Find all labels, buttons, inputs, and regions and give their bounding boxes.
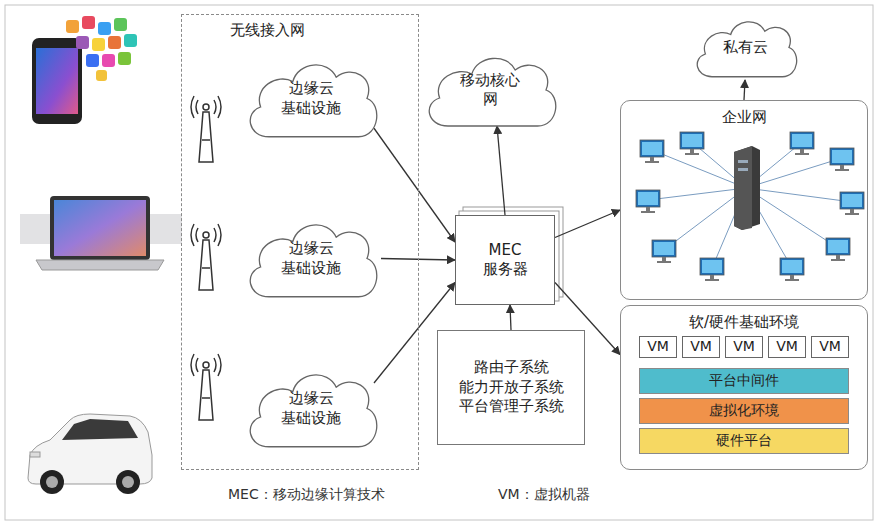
arrow-connector bbox=[374, 128, 455, 242]
vm-box: VM bbox=[639, 336, 677, 358]
panel-title: 无线接入网 bbox=[230, 21, 305, 41]
cloud-shape bbox=[429, 58, 556, 126]
node-label: VM bbox=[733, 339, 755, 354]
antenna-symbol bbox=[191, 96, 221, 420]
cloud-node: 边缘云 基础设施 bbox=[241, 366, 381, 451]
arrow-connector bbox=[744, 80, 745, 100]
cloud-node: 移动核心网 bbox=[420, 50, 560, 130]
cloud-node: 边缘云 基础设施 bbox=[241, 56, 381, 141]
car-illustration bbox=[28, 414, 152, 494]
footnote: VM：虚拟机器 bbox=[498, 486, 590, 504]
cloud-shape bbox=[250, 225, 377, 297]
cloud-shape bbox=[250, 65, 377, 137]
network-panel: 企业网 bbox=[620, 100, 868, 300]
footnote: MEC：移动边缘计算技术 bbox=[228, 486, 385, 504]
outer-frame bbox=[5, 5, 873, 520]
node-label: VM bbox=[819, 339, 841, 354]
node-label: 私有云 bbox=[723, 38, 768, 58]
arrow-connector bbox=[555, 210, 620, 238]
panel-title: 企业网 bbox=[722, 108, 767, 128]
node-label: 虚拟化环境 bbox=[709, 403, 779, 418]
node-label: 能力开放子系统 bbox=[459, 378, 564, 398]
region-frame: 无线接入网边缘云 基础设施边缘云 基础设施边缘云 基础设施 bbox=[181, 14, 419, 470]
server-box: MEC 服务器 bbox=[455, 215, 555, 305]
arrow-connector bbox=[497, 126, 505, 215]
layer-bar: 硬件平台 bbox=[639, 428, 849, 454]
node-label: VM bbox=[690, 339, 712, 354]
node-label: 边缘云 基础设施 bbox=[279, 79, 344, 118]
platform-panel: 软/硬件基础环境 VM VM VM VM VM 平台中间件虚拟化环境硬件平台 bbox=[620, 305, 868, 470]
node-label: 边缘云 基础设施 bbox=[279, 389, 344, 428]
layer-bar: 虚拟化环境 bbox=[639, 398, 849, 424]
node-label: 边缘云 基础设施 bbox=[279, 239, 344, 278]
panel-title: 软/硬件基础环境 bbox=[689, 313, 799, 333]
vm-box: VM bbox=[811, 336, 849, 358]
vm-box: VM bbox=[725, 336, 763, 358]
node-label: 平台中间件 bbox=[709, 373, 779, 388]
layer-bar: 平台中间件 bbox=[639, 368, 849, 394]
vm-box: VM bbox=[768, 336, 806, 358]
node-label: 硬件平台 bbox=[716, 433, 772, 448]
cloud-shape bbox=[697, 22, 796, 77]
node-label: VM bbox=[776, 339, 798, 354]
network-illustration bbox=[636, 132, 864, 281]
node-label: MEC 服务器 bbox=[480, 241, 530, 280]
cloud-node: 边缘云 基础设施 bbox=[241, 216, 381, 301]
node-label: 路由子系统 bbox=[474, 358, 549, 378]
vm-box: VM bbox=[682, 336, 720, 358]
node-label: VM bbox=[647, 339, 669, 354]
node-label: 移动核心网 bbox=[458, 71, 523, 110]
cloud-shape bbox=[250, 375, 377, 447]
node-label: 平台管理子系统 bbox=[459, 397, 564, 417]
cloud-node: 私有云 bbox=[690, 15, 800, 80]
arrow-connector bbox=[381, 259, 455, 261]
phone-illustration bbox=[32, 16, 137, 124]
laptop-illustration bbox=[20, 196, 182, 270]
subsystem-box: 路由子系统能力开放子系统平台管理子系统 bbox=[437, 330, 585, 445]
arrow-connector bbox=[510, 305, 511, 330]
